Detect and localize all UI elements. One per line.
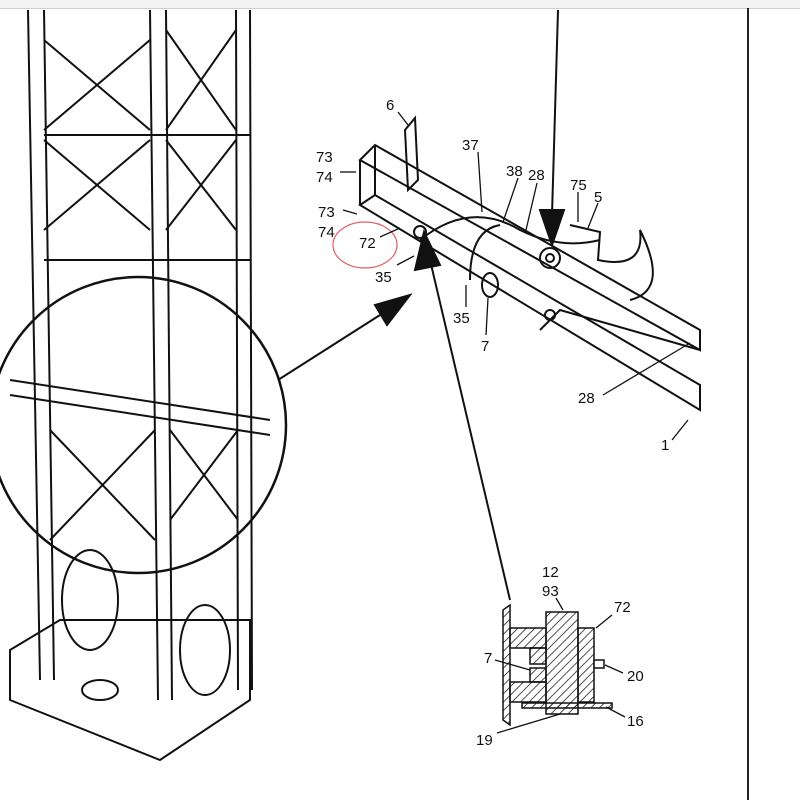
callout-72: 72	[359, 235, 376, 252]
detail-callout-12: 12	[542, 564, 559, 581]
callout-35: 35	[453, 310, 470, 327]
callout-38: 38	[506, 163, 523, 180]
section-detail	[502, 603, 613, 727]
callout-74: 74	[316, 169, 333, 186]
callout-labels: 6 73 74 73 74 72 35 35 37 38 28 75 5 7 2…	[316, 97, 669, 454]
pointer-arrows	[277, 9, 566, 601]
beam-assembly	[358, 115, 701, 412]
detail-callout-72: 72	[614, 599, 631, 616]
zoom-circle	[0, 275, 288, 575]
highlight-72-circle	[332, 221, 398, 269]
detail-callout-labels: 12 93 72 7 20 16 19	[476, 564, 644, 749]
callout-28: 28	[528, 167, 545, 184]
detail-callout-16: 16	[627, 713, 644, 730]
callout-7: 7	[481, 338, 489, 355]
page-edge-divider	[747, 8, 749, 800]
callout-5: 5	[594, 189, 602, 206]
viewer-top-bar	[0, 0, 800, 9]
detail-callout-93: 93	[542, 583, 559, 600]
detail-callout-20: 20	[627, 668, 644, 685]
callout-73: 73	[316, 149, 333, 166]
callout-37: 37	[462, 137, 479, 154]
callout-28: 28	[578, 390, 595, 407]
detail-leaders	[494, 597, 626, 734]
callout-73: 73	[318, 204, 335, 221]
callout-74: 74	[318, 224, 335, 241]
detail-callout-7: 7	[484, 650, 492, 667]
callout-6: 6	[386, 97, 394, 114]
detail-callout-19: 19	[476, 732, 493, 749]
callout-75: 75	[570, 177, 587, 194]
tower-lattice	[9, 9, 271, 762]
callout-35: 35	[375, 269, 392, 286]
callout-1: 1	[661, 437, 669, 454]
leader-lines	[340, 111, 691, 441]
